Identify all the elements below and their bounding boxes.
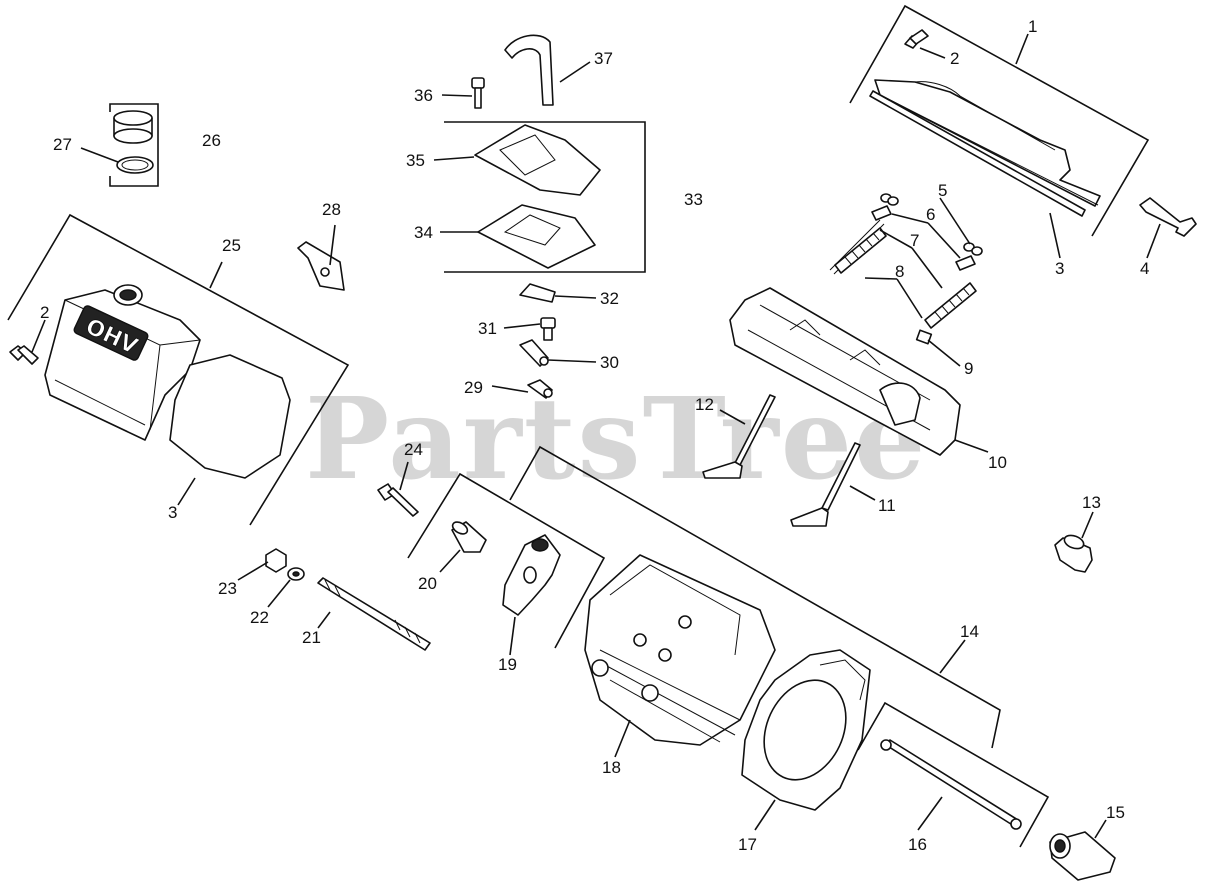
part-stud [317,577,431,651]
part-bolt-31 [540,317,556,341]
callout-20: 20 [418,574,437,593]
callout-12: 12 [695,395,714,414]
callout-9: 9 [964,359,973,378]
callout-21: 21 [302,628,321,647]
callout-33: 33 [684,190,703,209]
part-oil-cap [113,110,154,174]
callout-24: 24 [404,440,423,459]
callout-14: 14 [960,622,979,641]
callout-32: 32 [600,289,619,308]
part-valves [702,394,861,527]
part-head-gasket [741,649,871,811]
callout-11: 11 [878,496,896,515]
bracket-33 [444,121,646,273]
callout-1: 1 [1028,17,1037,36]
part-bolt-left [9,345,39,365]
callout-3-left: 3 [168,503,177,522]
callout-30: 30 [600,353,619,372]
callout-7: 7 [910,231,919,250]
part-valve-seal [915,329,933,345]
callout-35: 35 [406,151,425,170]
part-valve-springs [829,219,977,329]
callout-25: 25 [222,236,241,255]
part-breather-plates [474,124,601,269]
callout-2-top: 2 [950,49,959,68]
leader-lines [31,33,1161,839]
callout-8: 8 [895,262,904,281]
part-rocker-arm [502,534,561,616]
callout-34: 34 [414,223,433,242]
callout-29: 29 [464,378,483,397]
callout-4: 4 [1140,259,1149,278]
part-bracket-clip [1139,197,1197,237]
part-valve-keepers [871,193,983,271]
part-wedge [519,283,556,303]
callout-26: 26 [202,131,221,150]
callout-18: 18 [602,758,621,777]
part-gasket-left [169,354,291,479]
group-brackets [7,4,1150,848]
callout-31: 31 [478,319,497,338]
callout-13: 13 [1082,493,1101,512]
callout-37: 37 [594,49,613,68]
callout-15: 15 [1106,803,1125,822]
part-valve-cover-left: OHV [44,284,201,441]
part-cylinder-head [584,554,776,746]
callout-labels: 1 2 3 4 5 6 7 8 9 10 11 12 13 14 15 16 1… [40,17,1149,854]
part-nut [265,548,287,573]
watermark-text: PartsTree [305,374,927,505]
part-bolt-36 [471,77,485,109]
part-hose [504,34,554,106]
bracket-26 [109,103,159,187]
callout-28: 28 [322,200,341,219]
bracket-1 [849,4,1150,237]
part-bolt-top-right [904,29,929,49]
part-bolt-24 [377,483,419,517]
part-push-rod [880,739,1022,830]
callout-36: 36 [414,86,433,105]
part-bracket-28 [297,241,345,291]
callout-22: 22 [250,608,269,627]
callout-16: 16 [908,835,927,854]
bracket-16 [857,701,1050,848]
callout-3-right: 3 [1055,259,1064,278]
part-washer [287,567,305,581]
callout-2-left: 2 [40,303,49,322]
bracket-19 [407,472,606,649]
callout-5: 5 [938,181,947,200]
callout-23: 23 [218,579,237,598]
callout-17: 17 [738,835,757,854]
part-sleeve [1049,831,1116,881]
part-pivot [451,521,487,553]
part-terminals [519,339,553,399]
part-breather-tube [1054,534,1093,573]
part-rocker-cover-right [869,79,1101,217]
bracket-25 [7,213,350,526]
callout-27: 27 [53,135,72,154]
callout-6: 6 [926,205,935,224]
part-rocker-housing [729,287,961,456]
bracket-14 [509,445,1001,749]
callout-10: 10 [988,453,1007,472]
callout-19: 19 [498,655,517,674]
